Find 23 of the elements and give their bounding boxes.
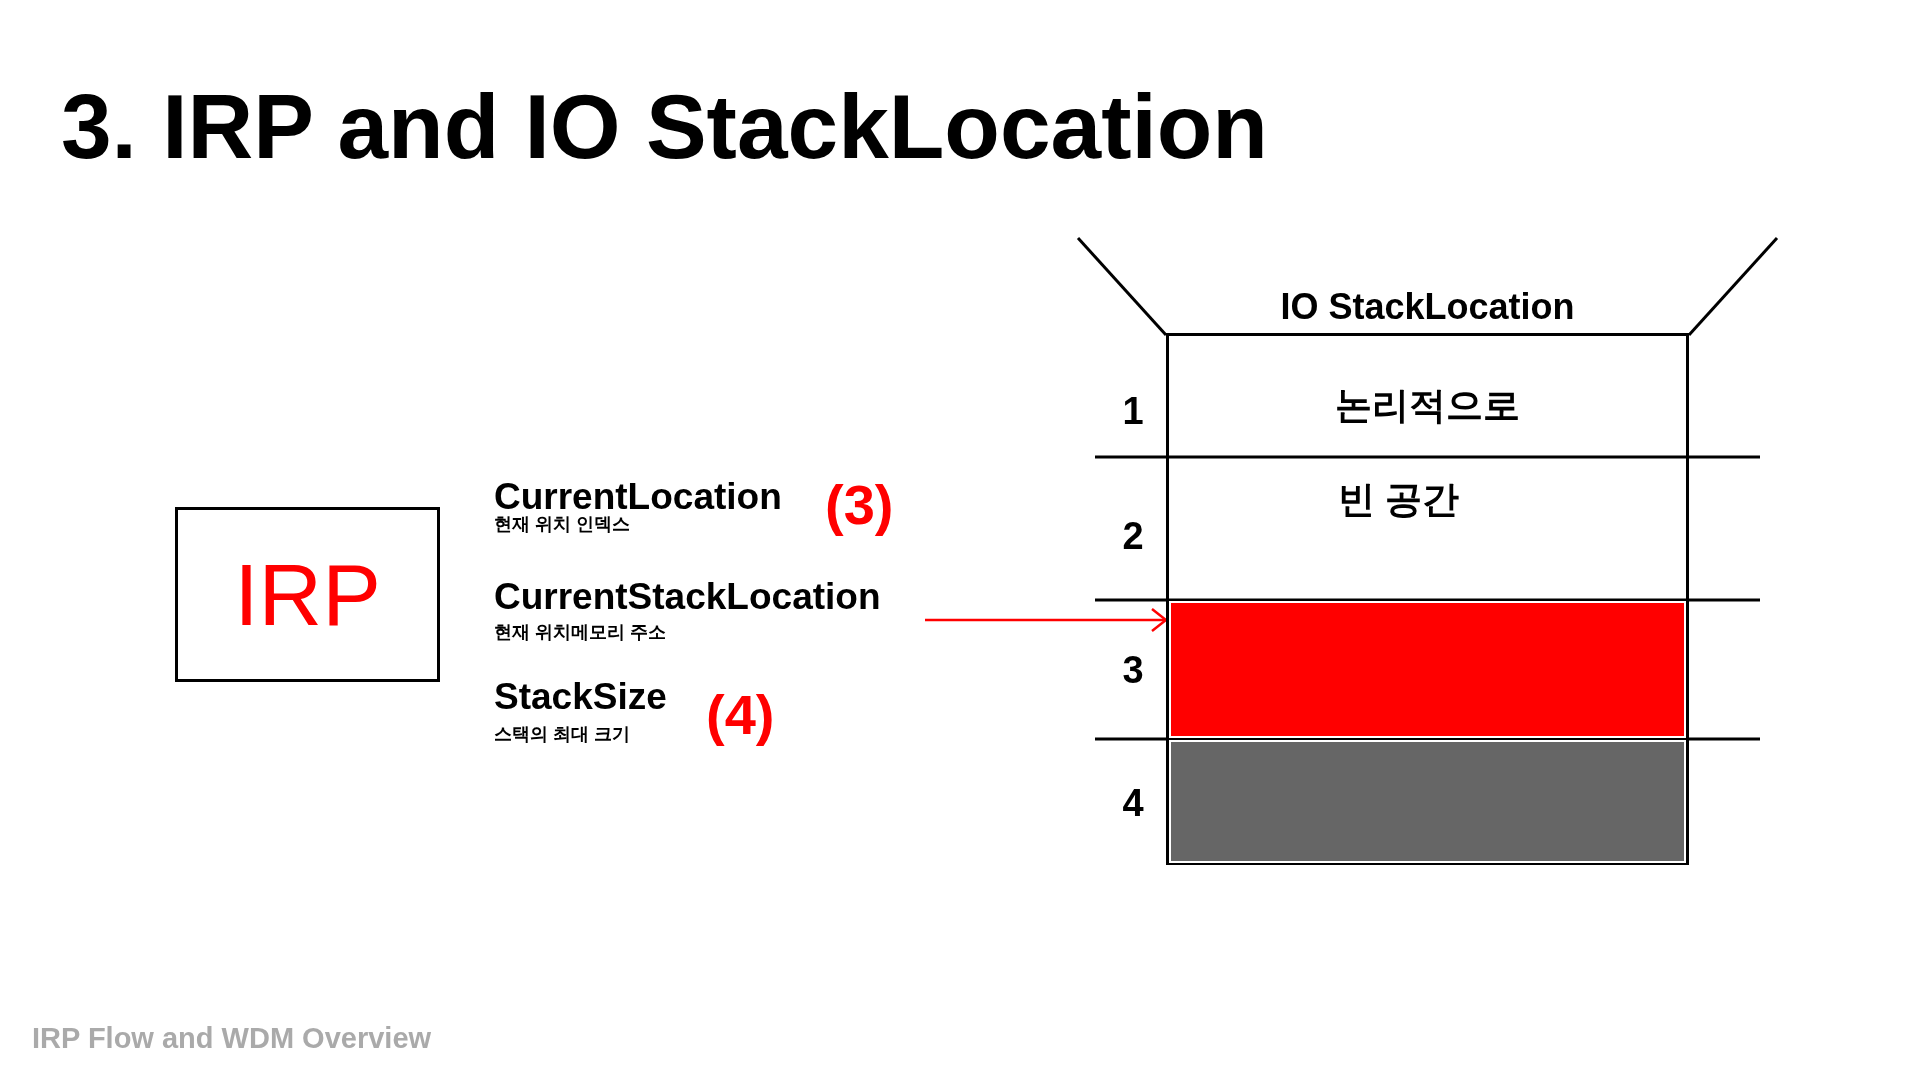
slot-text: 논리적으로 (1334, 385, 1521, 428)
field-description: 스택의 최대 크기 (494, 724, 630, 745)
slide-title: 3. IRP and IO StackLocation (61, 75, 1268, 179)
stack-heading: IO StackLocation (1279, 286, 1576, 328)
value-annotation: (4) (706, 683, 775, 748)
field-description: 현재 위치 인덱스 (494, 514, 630, 535)
field-description: 현재 위치메모리 주소 (494, 622, 666, 643)
field-name: CurrentLocation (494, 476, 782, 517)
footer-text: IRP Flow and WDM Overview (32, 1022, 432, 1056)
box-label: IRP (233, 544, 382, 646)
field-name: CurrentStackLocation (494, 576, 881, 619)
slot-text: 빈 공간 (1338, 479, 1460, 522)
stack-slot (1166, 601, 1689, 738)
arrow (925, 607, 1168, 633)
row-number: 2 (1121, 515, 1145, 559)
stack-slot (1166, 740, 1689, 863)
row-number: 3 (1121, 649, 1145, 693)
field-name: StackSize (494, 676, 667, 719)
row-number: 1 (1121, 390, 1145, 434)
stack-slot (1166, 336, 1689, 456)
row-number: 4 (1121, 782, 1145, 826)
object-box (175, 507, 440, 682)
value-annotation: (3) (825, 473, 894, 538)
